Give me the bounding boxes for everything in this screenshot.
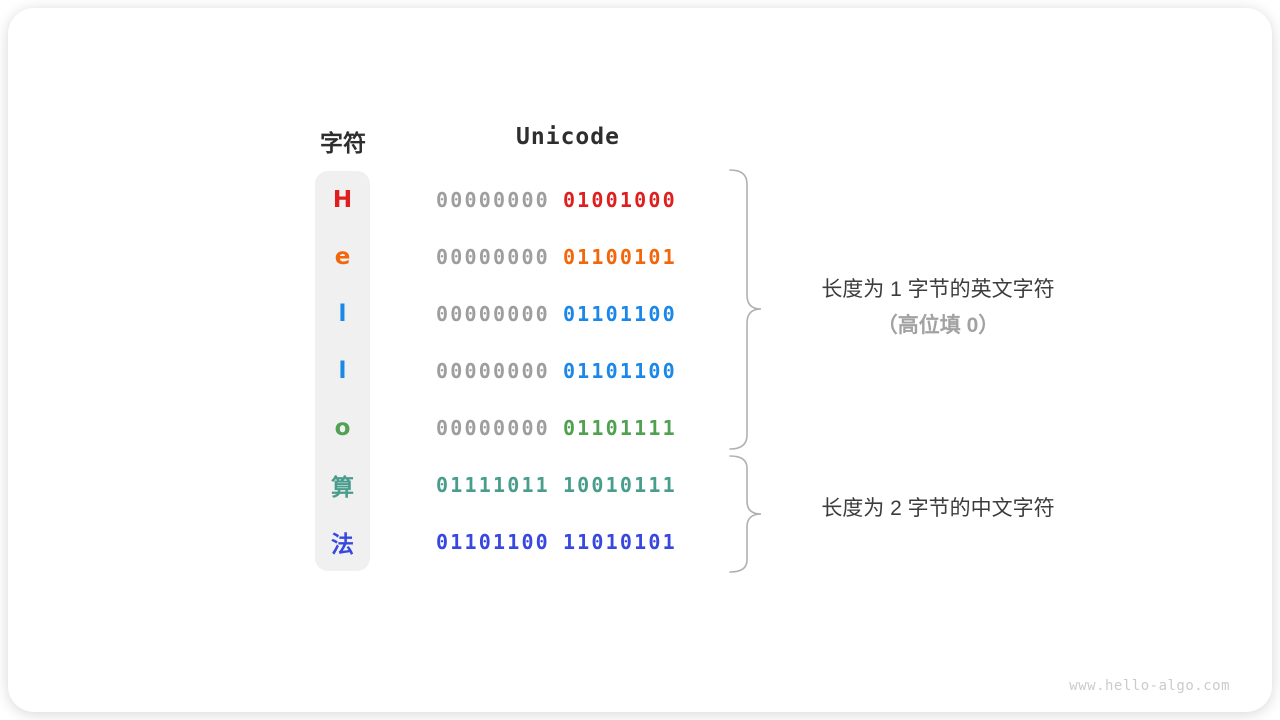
byte-high: 01101100 [436,529,550,554]
char-cell: o [334,414,351,441]
table-row: 算 01111011 10010111 [315,456,715,513]
column-header-unicode: Unicode [516,124,620,150]
char-cell: l [338,357,347,384]
table-row: o 00000000 01101111 [315,399,715,456]
byte-low: 01001000 [562,187,677,212]
table-row: l 00000000 01101100 [315,285,715,342]
brace-two-byte-group [729,455,762,573]
annotation-one-byte: 长度为 1 字节的英文字符 （高位填 0） [768,276,1108,340]
unicode-bits: 01111011 10010111 [436,473,677,497]
annotation-one-byte-line1: 长度为 1 字节的英文字符 [821,278,1055,301]
byte-low: 10010111 [562,472,677,497]
unicode-bits: 01101100 11010101 [436,530,677,554]
char-cell: l [338,300,347,327]
byte-high: 00000000 [436,244,550,269]
byte-low: 01101100 [562,301,677,326]
byte-high: 00000000 [436,187,550,212]
figure-card: 字符 Unicode H 00000000 01001000 e 0000000… [8,8,1272,712]
byte-low: 01101100 [562,358,677,383]
char-cell: 算 [331,474,354,501]
table-row: 法 01101100 11010101 [315,513,715,570]
annotation-two-byte: 长度为 2 字节的中文字符 [768,495,1108,523]
unicode-bits: 00000000 01001000 [436,188,677,212]
byte-high: 00000000 [436,358,550,383]
table-row: H 00000000 01001000 [315,171,715,228]
byte-low: 11010101 [562,529,677,554]
char-cell: 法 [331,531,354,558]
unicode-bits: 00000000 01101111 [436,416,677,440]
byte-high: 00000000 [436,301,550,326]
annotation-one-byte-line2: （高位填 0） [876,314,1000,337]
byte-high: 00000000 [436,415,550,440]
unicode-bits: 00000000 01100101 [436,245,677,269]
byte-low: 01101111 [562,415,677,440]
char-column-background [315,171,370,571]
char-cell: H [332,186,353,213]
column-header-char: 字符 [320,130,366,156]
brace-one-byte-group [729,169,762,450]
annotation-two-byte-line1: 长度为 2 字节的中文字符 [821,497,1055,520]
char-cell: e [334,243,351,270]
table-row: l 00000000 01101100 [315,342,715,399]
byte-low: 01100101 [562,244,677,269]
unicode-bits: 00000000 01101100 [436,359,677,383]
website-url: www.hello-algo.com [1069,678,1230,694]
table-row: e 00000000 01100101 [315,228,715,285]
unicode-bits: 00000000 01101100 [436,302,677,326]
byte-high: 01111011 [436,472,550,497]
